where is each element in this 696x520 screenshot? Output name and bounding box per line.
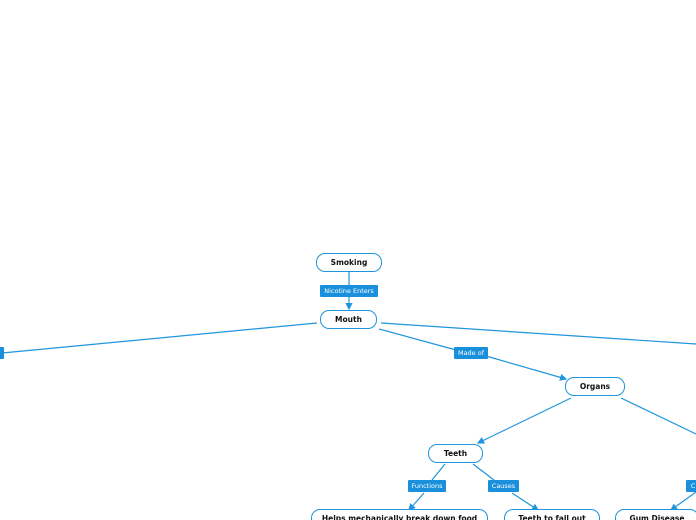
link-label-made-of[interactable]: Made of (454, 347, 488, 359)
link-label-nicotine-enters[interactable]: Nicotine Enters (320, 285, 378, 297)
node-teeth[interactable]: Teeth (428, 444, 483, 463)
edge-teeth-functions (431, 463, 446, 481)
link-label-functions[interactable]: Functions (408, 480, 446, 492)
node-teeth-fall-out[interactable]: Teeth to fall out (504, 509, 600, 520)
node-organs[interactable]: Organs (565, 377, 625, 396)
edge-organs-right (620, 397, 696, 435)
edge-organs-teeth (476, 397, 572, 444)
node-gum-disease[interactable]: Gum Disease (615, 509, 696, 520)
edge-teeth-causes (472, 463, 495, 481)
node-smoking[interactable]: Smoking (316, 253, 382, 272)
edge-madeof-organs (485, 355, 568, 381)
link-label-right-partial[interactable]: C (686, 480, 696, 492)
edge-mouth-left (1, 322, 318, 354)
edge-causes-target (511, 492, 540, 511)
edge-functions-target (408, 492, 425, 511)
edge-mouth-madeof (378, 328, 457, 351)
edge-mouth-right (380, 322, 696, 345)
node-mouth[interactable]: Mouth (320, 310, 377, 329)
link-label-causes[interactable]: Causes (488, 480, 519, 492)
link-label-left-partial[interactable] (0, 347, 4, 359)
node-helps-break-down-food[interactable]: Helps mechanically break down food (311, 509, 488, 520)
edge-right-partial-target (670, 491, 696, 511)
